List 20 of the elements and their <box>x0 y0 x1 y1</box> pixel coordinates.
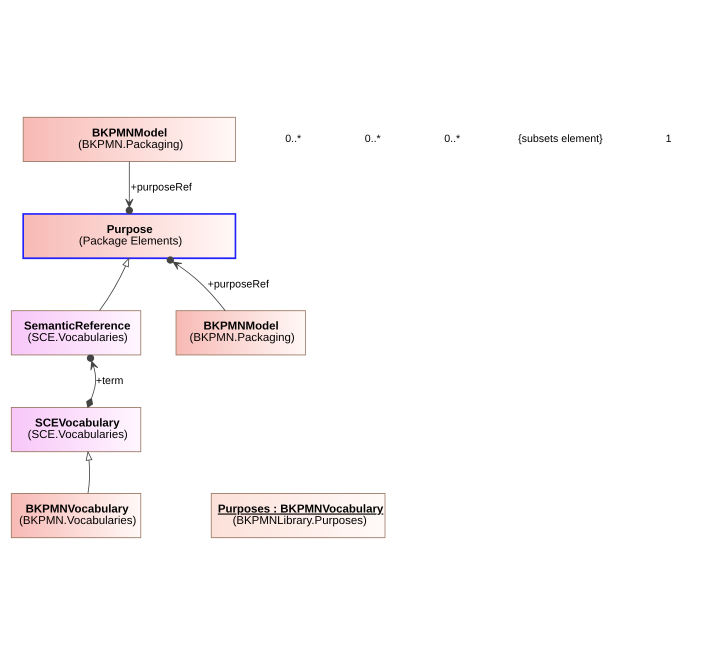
label: 0..* <box>444 133 460 146</box>
label: 0..* <box>285 133 302 146</box>
node-box: Purpose (Package Elements) <box>22 213 236 260</box>
edge-label: +term <box>96 374 124 387</box>
arrow <box>86 450 92 494</box>
arrow <box>99 257 130 311</box>
arrow <box>166 256 226 312</box>
node-box: SemanticReference (SCE.Vocabularies) <box>10 310 142 356</box>
node-box: Purposes : BKPMNVocabulary (BKPMNLibrary.Purposes) <box>210 493 386 538</box>
edge-label: +purposeRef <box>130 182 192 194</box>
arrow <box>125 161 134 214</box>
arrow <box>86 354 98 408</box>
node-box: SCEVocabulary (SCE.Vocabularies) <box>10 407 142 452</box>
node-box: BKPMNVocabulary (BKPMN.Vocabularies) <box>10 493 142 538</box>
edge-label: +purposeRef <box>208 278 269 290</box>
label: 0..* <box>364 133 381 146</box>
label: {subsets element} <box>518 133 603 146</box>
node-box: BKPMNModel (BKPMN.Packaging) <box>176 310 306 356</box>
node-box: BKPMNModel (BKPMN.Packaging) <box>22 116 236 162</box>
label: 1 <box>666 133 672 146</box>
